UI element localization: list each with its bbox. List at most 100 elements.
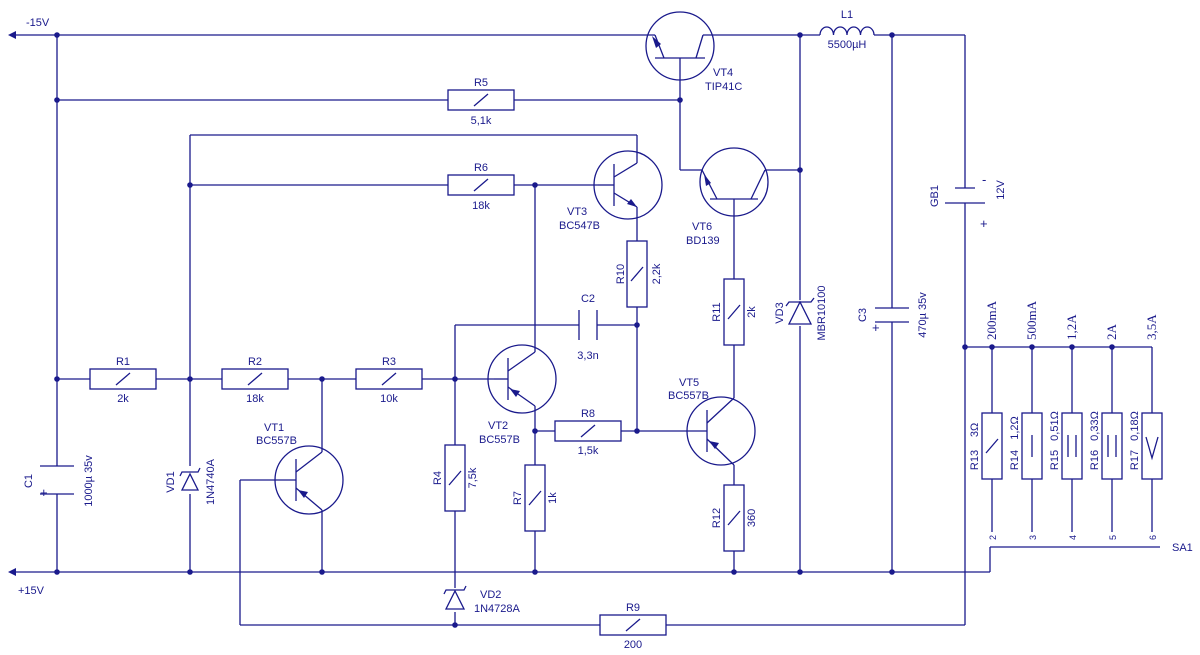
resistor-r9: R9 200	[599, 602, 667, 651]
vd2-value: 1N4728A	[474, 603, 521, 615]
r17-name: R17	[1129, 450, 1141, 470]
r11-value: 2k	[746, 306, 758, 318]
transistor-vt5: VT5 BC557B	[668, 377, 756, 466]
vt5-name: VT5	[679, 377, 699, 389]
rail-arrow-neg	[8, 31, 16, 39]
r1-name: R1	[116, 356, 130, 368]
vt4-name: VT4	[713, 67, 733, 79]
r11-name: R11	[711, 302, 723, 321]
r17-value: 0,18Ω	[1129, 411, 1141, 441]
r4-value: 7,5k	[467, 467, 479, 488]
r1-value: 2k	[117, 393, 129, 405]
schottky-diode-vd3: VD3 MBR10100	[774, 285, 828, 340]
c3-value: 470µ 35v	[917, 292, 929, 338]
r8-value: 1,5k	[578, 445, 599, 457]
r15-value: 0,51Ω	[1049, 411, 1061, 441]
vt2-value: BC557B	[479, 434, 520, 446]
capacitor-c1: + C1 1000µ 35v	[23, 455, 95, 507]
r4-name: R4	[432, 471, 444, 485]
capacitor-c3: + C3 470µ 35v	[857, 292, 929, 338]
r13-value: 3Ω	[969, 423, 981, 437]
wires	[10, 34, 1160, 626]
gb1-value: 12V	[995, 180, 1007, 200]
sa1-range-3: 2A	[1104, 324, 1119, 341]
vd1-name: VD1	[165, 471, 177, 492]
r14-value: 1,2Ω	[1009, 416, 1021, 440]
l1-value: 5500µH	[828, 39, 867, 51]
transistor-vt3: VT3 BC547B	[559, 150, 663, 232]
resistor-r15: R15 0,51Ω	[1049, 411, 1083, 480]
vt6-name: VT6	[692, 221, 712, 233]
transistor-vt1: VT1 BC557B	[256, 422, 344, 515]
r16-value: 0,33Ω	[1089, 411, 1101, 441]
resistor-r10: R10 2,2k	[615, 240, 663, 308]
r5-name: R5	[474, 77, 488, 89]
resistor-r17: R17 0,18Ω	[1129, 411, 1163, 480]
vt2-name: VT2	[488, 420, 508, 432]
c2-value: 3,3n	[577, 350, 598, 362]
r6-value: 18k	[472, 200, 490, 212]
c1-name: C1	[23, 474, 35, 488]
resistor-r13: R13 3Ω	[969, 412, 1003, 480]
sa1-range-1: 500mA	[1024, 300, 1039, 340]
battery-gb1: - + GB1 12V	[929, 172, 1007, 231]
resistor-r16: R16 0,33Ω	[1089, 411, 1123, 480]
gb1-minus: -	[982, 172, 986, 187]
inductor-l1: L1 5500µH	[819, 9, 875, 51]
junction-dots	[54, 32, 1115, 628]
resistor-r5: R5 5,1k	[447, 77, 515, 127]
gb1-plus: +	[980, 216, 988, 231]
zener-diode-vd1: VD1 1N4740A	[165, 458, 217, 505]
r10-name: R10	[615, 264, 627, 284]
resistor-r11: R11 2k	[711, 278, 758, 346]
rail-label-pos: +15V	[18, 585, 45, 597]
c2-name: C2	[581, 293, 595, 305]
sa1-pin-1: 3	[1028, 535, 1038, 540]
c3-name: C3	[857, 308, 869, 322]
resistor-r8: R8 1,5k	[554, 408, 622, 457]
transistor-vt6: VT6 BD139	[686, 147, 769, 247]
sa1-pin-2: 4	[1068, 535, 1078, 540]
resistor-r2: R2 18k	[221, 356, 289, 405]
vt5-value: BC557B	[668, 390, 709, 402]
vt4-value: TIP41C	[705, 81, 742, 93]
resistor-r4: R4 7,5k	[432, 444, 479, 512]
r9-value: 200	[624, 639, 642, 651]
sa1-range-2: 1,2A	[1064, 314, 1079, 340]
r12-value: 360	[746, 509, 758, 527]
vt3-name: VT3	[567, 206, 587, 218]
c1-value: 1000µ 35v	[83, 455, 95, 507]
resistor-r1: R1 2k	[89, 356, 157, 405]
r13-name: R13	[969, 450, 981, 470]
r8-name: R8	[581, 408, 595, 420]
vt1-value: BC557B	[256, 435, 297, 447]
resistor-r6: R6 18k	[447, 162, 515, 212]
sa1-pin-0: 2	[988, 535, 998, 540]
zener-diode-vd2: VD2 1N4728A	[443, 585, 521, 615]
resistor-r14: R14 1,2Ω	[1009, 412, 1043, 480]
l1-name: L1	[841, 9, 853, 21]
resistor-r7: R7 1k	[512, 464, 559, 532]
vd3-name: VD3	[774, 302, 786, 323]
capacitor-c2: C2 3,3n	[577, 293, 598, 362]
vt1-name: VT1	[264, 422, 284, 434]
r5-value: 5,1k	[471, 115, 492, 127]
r7-name: R7	[512, 491, 524, 505]
r16-name: R16	[1089, 450, 1101, 470]
transistor-vt4: VT4 TIP41C	[645, 11, 742, 93]
r15-name: R15	[1049, 450, 1061, 470]
gb1-name: GB1	[929, 185, 941, 207]
vd3-value: MBR10100	[816, 285, 828, 340]
sa1-name: SA1	[1172, 542, 1193, 554]
sa1-range-4: 3,5A	[1144, 314, 1159, 340]
transistor-vt2: VT2 BC557B	[479, 344, 557, 446]
vt3-value: BC547B	[559, 220, 600, 232]
range-switch-sa1: 200mA 500mA 1,2A 2A 3,5A 2 3 4 5 6 SA1	[984, 300, 1193, 554]
r3-name: R3	[382, 356, 396, 368]
r12-name: R12	[711, 508, 723, 528]
r7-value: 1k	[547, 492, 559, 504]
r9-name: R9	[626, 602, 640, 614]
r2-name: R2	[248, 356, 262, 368]
c3-polarity: +	[872, 320, 880, 335]
